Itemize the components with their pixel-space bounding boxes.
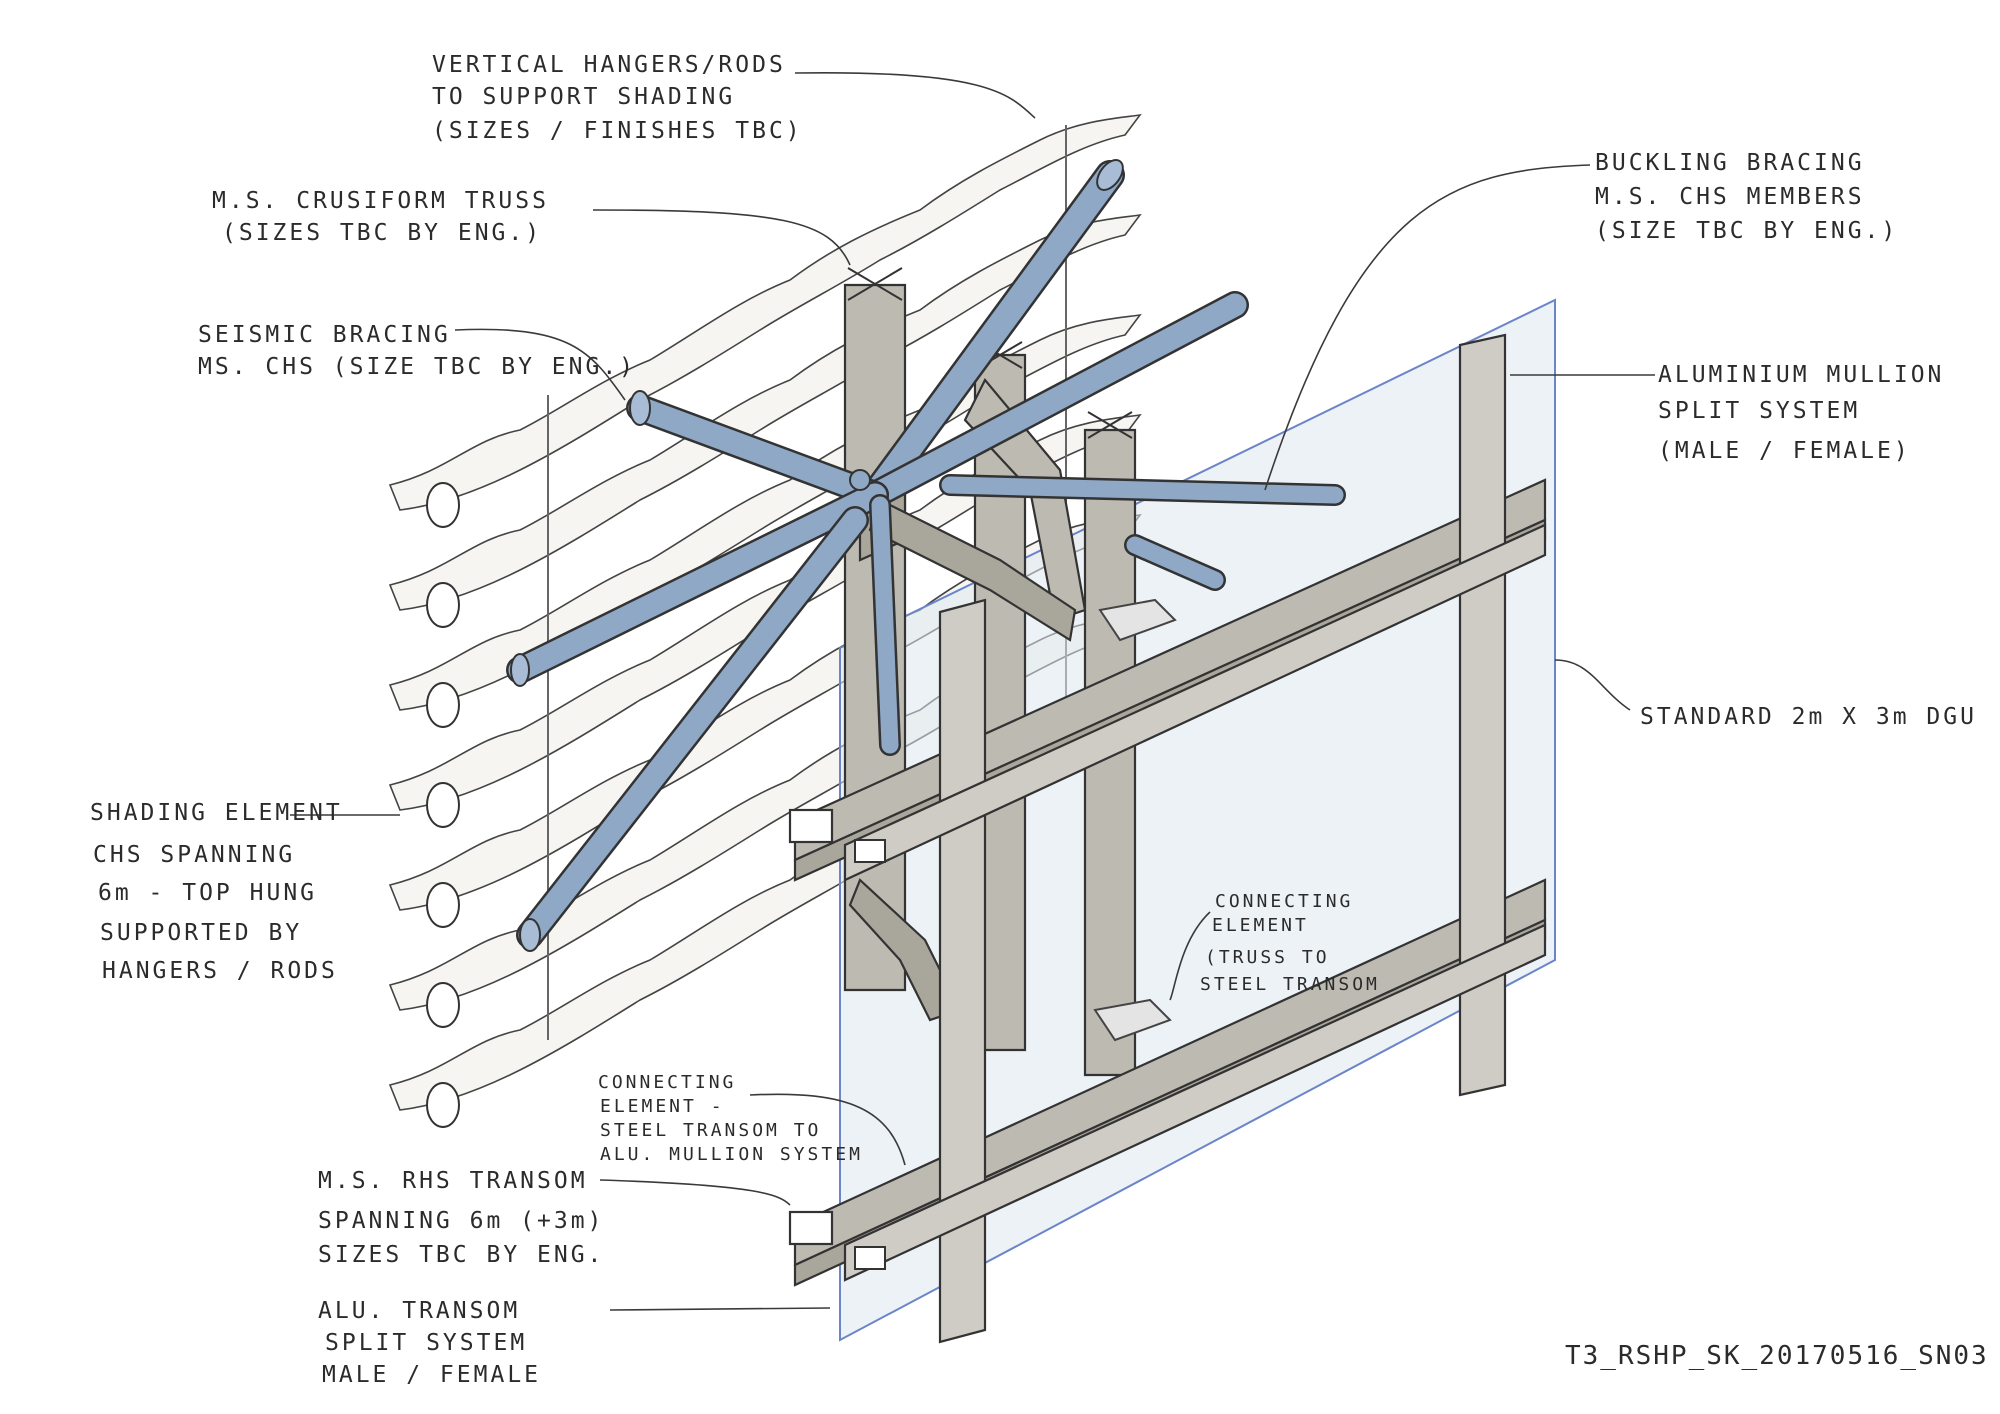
shading-louvre	[388, 213, 1142, 628]
annotation-line: VERTICAL HANGERS/RODS	[432, 52, 786, 78]
annotation-line: BUCKLING BRACING	[1595, 150, 1865, 176]
annotation-line: ALU. TRANSOM	[318, 1298, 520, 1324]
annotation-hangers: VERTICAL HANGERS/RODS TO SUPPORT SHADING…	[432, 52, 803, 144]
annotation-line: (SIZE TBC BY ENG.)	[1595, 218, 1898, 244]
drawing-reference: T3_RSHP_SK_20170516_SN03	[1565, 1341, 1989, 1371]
annotation-line: CONNECTING	[598, 1072, 736, 1093]
annotation-line: ELEMENT	[1212, 915, 1309, 936]
annotation-line: MS. CHS (SIZE TBC BY ENG.)	[198, 354, 636, 380]
annotation-line: (SIZES / FINISHES TBC)	[432, 118, 803, 144]
annotation-line: SPANNING 6m (+3m)	[318, 1208, 604, 1234]
leader-lines	[290, 71, 1655, 1311]
annotation-line: ALUMINIUM MULLION	[1658, 362, 1944, 388]
annotation-rhs-transom: M.S. RHS TRANSOM SPANNING 6m (+3m) SIZES…	[318, 1168, 604, 1268]
annotation-connecting-element-b: CONNECTING ELEMENT (TRUSS TO STEEL TRANS…	[1200, 891, 1380, 995]
annotation-line: SPLIT SYSTEM	[325, 1330, 527, 1356]
annotation-alu-transom: ALU. TRANSOM SPLIT SYSTEM MALE / FEMALE	[318, 1298, 541, 1388]
annotation-line: STEEL TRANSOM	[1200, 974, 1380, 995]
cruciform-top-marker	[1087, 411, 1133, 439]
annotation-connecting-element-a: CONNECTING ELEMENT - STEEL TRANSOM TO AL…	[598, 1072, 863, 1165]
annotation-line: (MALE / FEMALE)	[1658, 438, 1911, 464]
annotation-line: CONNECTING	[1215, 891, 1353, 912]
annotation-line: SHADING ELEMENT	[90, 800, 343, 826]
annotation-line: M.S. CRUSIFORM TRUSS	[212, 188, 549, 214]
transom-end-section	[788, 808, 834, 844]
annotation-line: SEISMIC BRACING	[198, 322, 451, 348]
annotation-seismic: SEISMIC BRACING MS. CHS (SIZE TBC BY ENG…	[198, 322, 636, 380]
annotation-line: SIZES TBC BY ENG.	[318, 1242, 604, 1268]
annotation-line: M.S. RHS TRANSOM	[318, 1168, 588, 1194]
annotation-line: HANGERS / RODS	[102, 958, 338, 984]
aluminium-mullions	[843, 333, 1547, 1344]
annotation-line: SUPPORTED BY	[100, 920, 302, 946]
annotation-line: ELEMENT -	[600, 1096, 725, 1117]
annotation-line: SPLIT SYSTEM	[1658, 398, 1860, 424]
annotation-line: STANDARD 2m X 3m DGU	[1640, 704, 1977, 730]
annotation-dgu: STANDARD 2m X 3m DGU	[1640, 704, 1977, 730]
connecting-elements	[1093, 598, 1177, 1042]
annotation-mullion: ALUMINIUM MULLION SPLIT SYSTEM (MALE / F…	[1658, 362, 1944, 464]
annotation-line: MALE / FEMALE	[322, 1362, 541, 1388]
annotation-line: ALU. MULLION SYSTEM	[600, 1144, 863, 1165]
annotation-line: 6m - TOP HUNG	[98, 880, 317, 906]
transom-end-section	[788, 1210, 834, 1246]
chs-bracing	[506, 159, 1346, 952]
annotation-line: TO SUPPORT SHADING	[432, 84, 735, 110]
annotation-line: (TRUSS TO	[1205, 947, 1330, 968]
cruciform-top-marker	[847, 267, 903, 301]
annotation-buckling: BUCKLING BRACING M.S. CHS MEMBERS (SIZE …	[1595, 150, 1898, 244]
annotation-line: M.S. CHS MEMBERS	[1595, 184, 1865, 210]
annotation-line: (SIZES TBC BY ENG.)	[222, 220, 542, 246]
alu-transom-end	[854, 1246, 886, 1270]
annotation-shading: SHADING ELEMENT CHS SPANNING 6m - TOP HU…	[90, 800, 343, 984]
annotation-line: STEEL TRANSOM TO	[600, 1120, 821, 1141]
annotation-cruciform: M.S. CRUSIFORM TRUSS (SIZES TBC BY ENG.)	[212, 188, 549, 246]
annotation-line: CHS SPANNING	[93, 842, 295, 868]
alu-transom-end	[854, 839, 886, 863]
